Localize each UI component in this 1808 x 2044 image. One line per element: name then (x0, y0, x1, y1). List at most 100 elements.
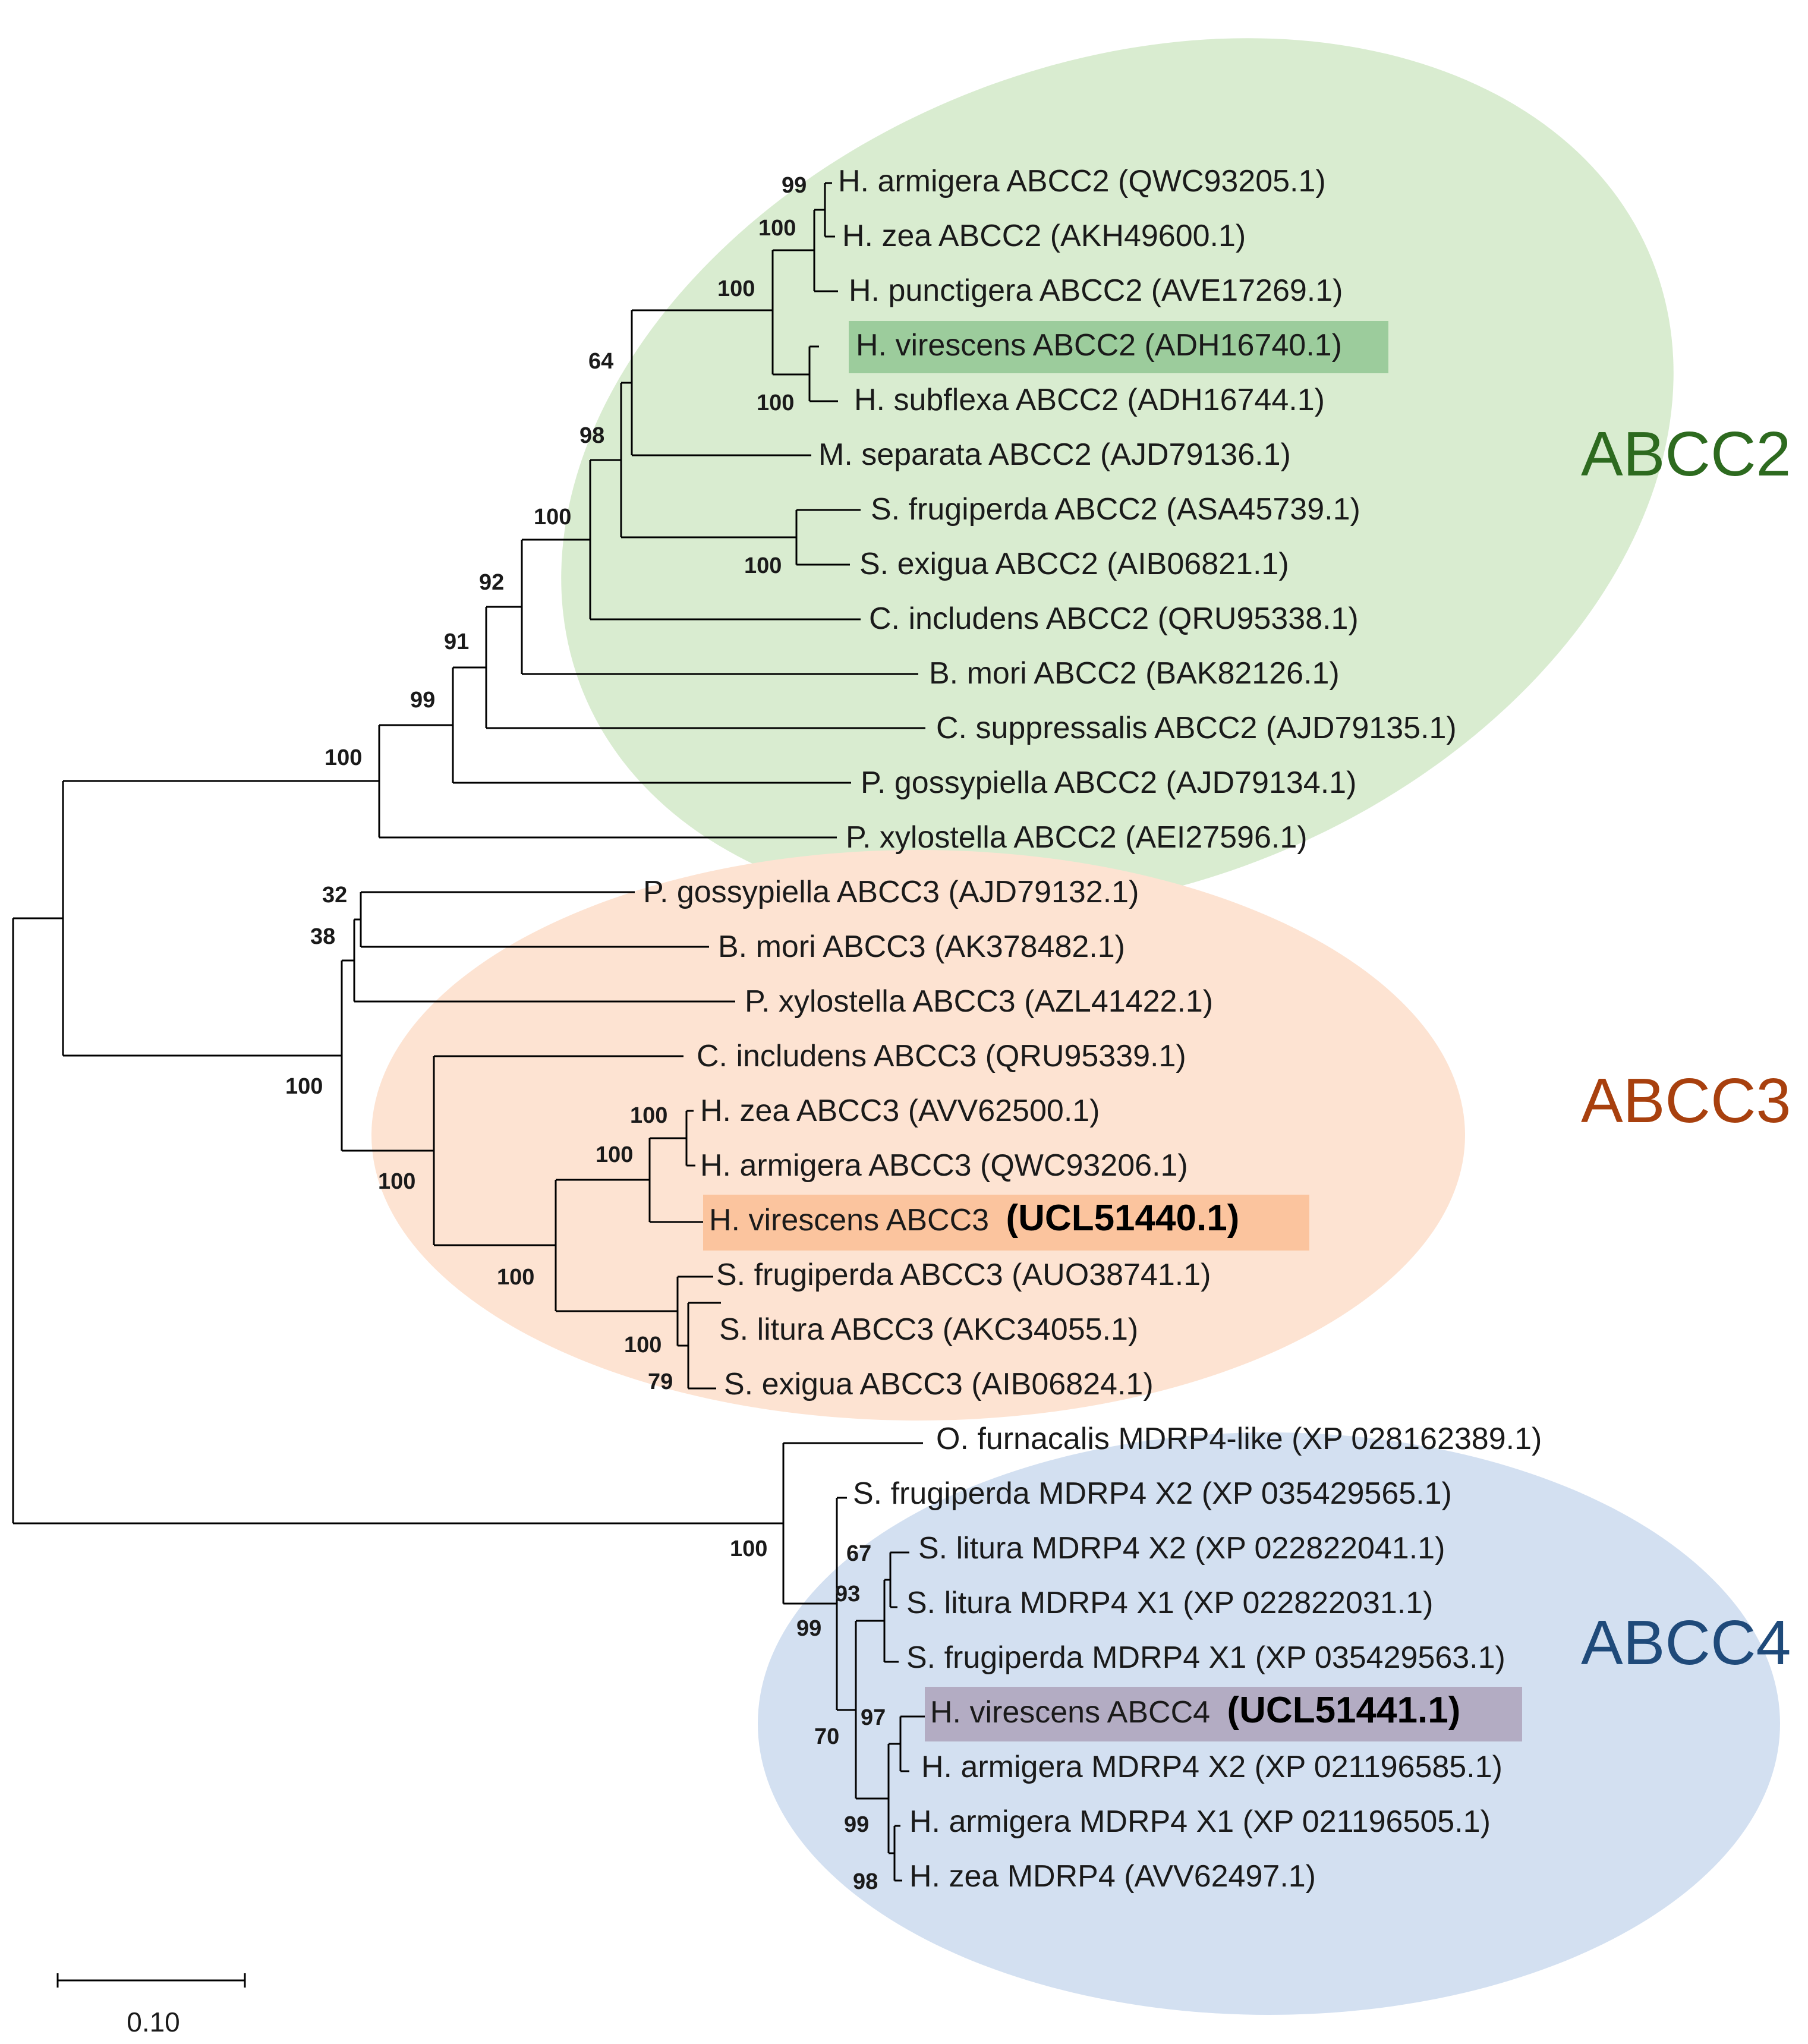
taxon-name: S. frugiperda ABCC3 (AUO38741.1) (716, 1258, 1211, 1292)
support-value: 99 (782, 173, 807, 198)
support-value: 100 (630, 1103, 667, 1128)
branch (837, 1497, 856, 1711)
scale-bar: 0.10 (56, 1973, 246, 2037)
taxon-label: P. gossypiella ABCC3 (AJD79132.1) (643, 875, 1139, 909)
highlight-box-h-virescens-abcc4 (925, 1687, 1522, 1741)
taxon-label: S. litura MDRP4 X2 (XP 022822041.1) (918, 1531, 1445, 1566)
taxon-name: C. suppressalis ABCC2 (AJD79135.1) (936, 711, 1457, 745)
taxon-name: M. separata ABCC2 (AJD79136.1) (818, 437, 1291, 472)
branch (809, 345, 838, 402)
taxon-name: C. includens ABCC2 (QRU95338.1) (869, 601, 1359, 636)
taxon-label: S. litura ABCC3 (AKC34055.1) (719, 1312, 1138, 1347)
scale-bar-label: 0.10 (127, 2007, 180, 2037)
taxon-name: S. frugiperda ABCC2 (ASA45739.1) (871, 492, 1360, 527)
branch (522, 538, 918, 675)
taxon-label: H. virescens ABCC3 (UCL51440.1) (709, 1198, 1239, 1239)
abcc2-clade-ellipse (561, 38, 1674, 913)
abcc4-clade-label: ABCC4 (1581, 1608, 1791, 1678)
taxon-name: B. mori ABCC2 (BAK82126.1) (929, 656, 1340, 691)
support-values: 99 100 100 100 64 98 100 100 92 91 99 10… (285, 173, 886, 1894)
support-value: 92 (479, 570, 504, 595)
taxon-label: H. armigera MDRP4 X2 (XP 021196585.1) (921, 1750, 1503, 1784)
taxon-name: S. litura MDRP4 X2 (XP 022822041.1) (918, 1531, 1445, 1566)
support-value: 91 (444, 629, 469, 654)
support-value: 32 (322, 883, 347, 908)
taxon-name: S. exigua ABCC3 (AIB06824.1) (724, 1367, 1154, 1401)
taxon-name: S. litura MDRP4 X1 (XP 022822031.1) (906, 1586, 1433, 1620)
branch (650, 1137, 703, 1223)
support-value: 100 (757, 390, 794, 415)
branch (361, 891, 709, 948)
branch (13, 917, 783, 1525)
taxon-name: H. subflexa ABCC2 (ADH16744.1) (854, 383, 1325, 417)
taxon-label: C. suppressalis ABCC2 (AJD79135.1) (936, 711, 1457, 745)
support-value: 100 (758, 216, 796, 241)
support-value: 64 (588, 349, 613, 374)
support-value: 97 (861, 1705, 886, 1730)
taxon-name: S. exigua ABCC2 (AIB06821.1) (859, 547, 1289, 581)
support-value: 98 (579, 423, 604, 448)
branch (453, 666, 851, 784)
abcc3-clade-label: ABCC3 (1581, 1066, 1791, 1136)
branch (894, 1825, 902, 1882)
taxon-name: S. frugiperda MDRP4 X1 (XP 035429563.1) (906, 1640, 1505, 1675)
support-value: 99 (796, 1616, 821, 1641)
taxon-label: S. litura MDRP4 X1 (XP 022822031.1) (906, 1586, 1433, 1620)
taxon-label: P. xylostella ABCC2 (AEI27596.1) (846, 820, 1308, 855)
branch (678, 1275, 713, 1347)
branch (890, 1551, 909, 1608)
highlight-box-h-virescens-abcc2 (849, 321, 1388, 373)
support-value: 100 (744, 553, 782, 578)
branch (621, 382, 796, 538)
branch (434, 1055, 683, 1246)
branch (486, 606, 925, 729)
branch (688, 1302, 721, 1390)
taxon-label: O. furnacalis MDRP4-like (XP 028162389.1… (936, 1422, 1542, 1456)
taxon-name: P. gossypiella ABCC3 (AJD79132.1) (643, 875, 1139, 909)
taxon-name: H. punctigera ABCC2 (AVE17269.1) (849, 273, 1343, 308)
taxon-label: M. separata ABCC2 (AJD79136.1) (818, 437, 1291, 472)
taxon-name: H. virescens ABCC2 (ADH16740.1) (856, 328, 1342, 363)
taxon-label: H. armigera MDRP4 X1 (XP 021196505.1) (909, 1804, 1491, 1839)
taxon-label: S. frugiperda MDRP4 X2 (XP 035429565.1) (853, 1476, 1452, 1511)
abcc2-clade-label: ABCC2 (1581, 419, 1791, 489)
support-value: 100 (325, 745, 362, 770)
taxon-name: P. gossypiella ABCC2 (AJD79134.1) (861, 766, 1356, 800)
branch (686, 1110, 695, 1167)
branch (884, 1579, 899, 1663)
support-value: 100 (534, 505, 571, 530)
branch (379, 724, 837, 839)
taxon-accession-bold: (UCL51441.1) (1227, 1690, 1461, 1731)
taxon-name: P. xylostella ABCC2 (AEI27596.1) (846, 820, 1308, 855)
support-value: 98 (853, 1869, 878, 1894)
taxon-label: S. frugiperda MDRP4 X1 (XP 035429563.1) (906, 1640, 1505, 1675)
taxon-name: H. zea ABCC2 (AKH49600.1) (842, 219, 1246, 253)
support-value: 100 (730, 1536, 767, 1561)
taxon-name: H. zea MDRP4 (AVV62497.1) (909, 1859, 1316, 1894)
taxon-label: P. gossypiella ABCC2 (AJD79134.1) (861, 766, 1356, 800)
taxon-label: B. mori ABCC2 (BAK82126.1) (929, 656, 1340, 691)
taxon-name: H. armigera ABCC3 (QWC93206.1) (700, 1148, 1188, 1183)
support-value: 70 (814, 1724, 839, 1749)
branch (825, 182, 835, 238)
support-value: 100 (596, 1142, 633, 1167)
taxon-name: H. zea ABCC3 (AVV62500.1) (700, 1094, 1100, 1128)
branch (556, 1179, 678, 1312)
taxon-label: H. virescens ABCC4 (UCL51441.1) (930, 1690, 1460, 1731)
branch (900, 1715, 925, 1772)
taxon-name: C. includens ABCC3 (QRU95339.1) (697, 1039, 1186, 1073)
abcc3-clade-ellipse (371, 850, 1465, 1421)
taxon-name: H. armigera MDRP4 X1 (XP 021196505.1) (909, 1804, 1491, 1839)
taxon-label: S. frugiperda ABCC2 (ASA45739.1) (871, 492, 1360, 527)
branch (63, 780, 379, 1057)
support-value: 67 (846, 1541, 871, 1566)
support-value: 93 (835, 1582, 860, 1607)
tree-branches (12, 182, 925, 1882)
support-value: 100 (624, 1333, 662, 1358)
branch (814, 209, 838, 292)
highlight-box-h-virescens-abcc3 (703, 1195, 1309, 1251)
taxon-label: S. frugiperda ABCC3 (AUO38741.1) (716, 1258, 1211, 1292)
branch (632, 309, 811, 456)
